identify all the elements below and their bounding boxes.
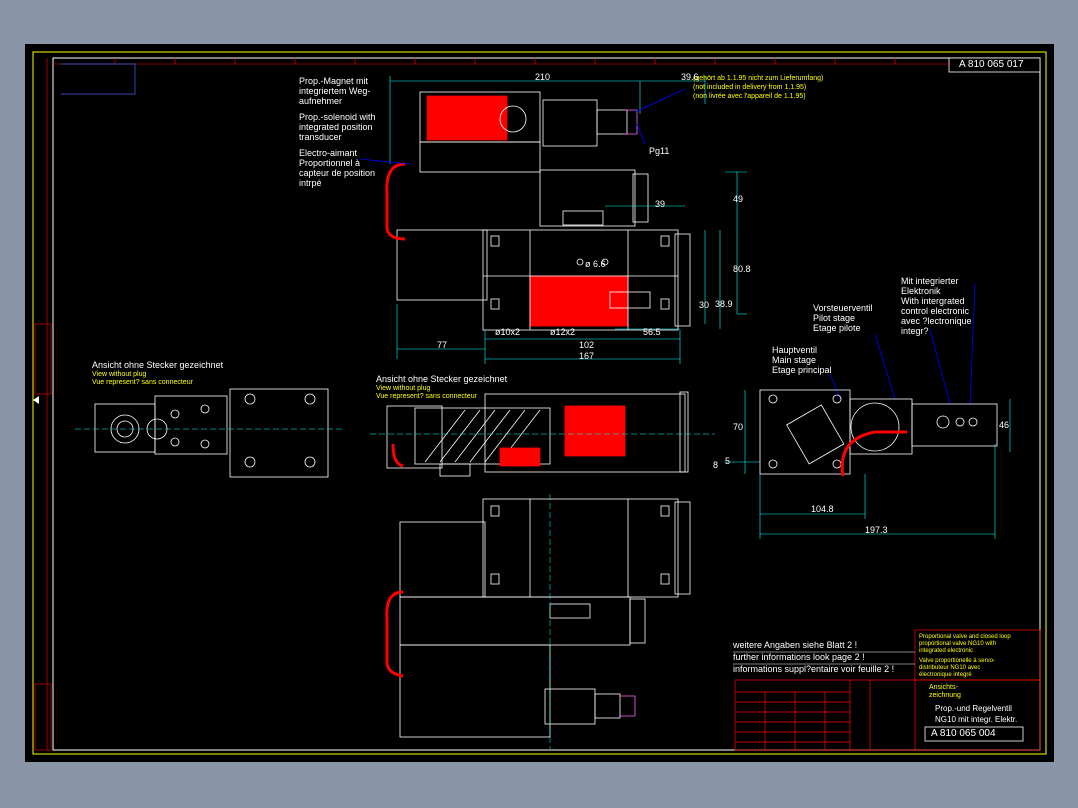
drawing-number: A 810 065 017 bbox=[959, 59, 1024, 70]
magnet-label-de: Prop.-Magnet mit integriertem Weg- aufne… bbox=[299, 76, 371, 106]
dim-80-8: 80.8 bbox=[733, 264, 751, 274]
further-info-en: further informations look page 2 ! bbox=[733, 652, 865, 662]
bottom-view bbox=[399, 498, 691, 738]
view1-label-de: Ansicht ohne Stecker gezeichnet bbox=[92, 360, 224, 370]
dim-46: 46 bbox=[999, 420, 1010, 430]
note-fr: (non livrée avec l'appareil de 1.1.95) bbox=[693, 93, 806, 100]
dim-39-6: 39.6 bbox=[681, 72, 699, 82]
pilot-label-en: Pilot stage bbox=[813, 313, 856, 323]
side-view bbox=[759, 389, 998, 475]
dim-70: 70 bbox=[733, 422, 744, 432]
title-block bbox=[734, 679, 1041, 751]
pilot-label-de: Vorsteuerventil bbox=[813, 303, 873, 313]
pilot-label-fr: Etage pilote bbox=[813, 323, 861, 333]
title-main: Prop.-und Regelventil bbox=[935, 704, 1012, 713]
dim-12x2: ø12x2 bbox=[550, 327, 576, 337]
view1-label-fr: Vue represent? sans connecteur bbox=[92, 379, 193, 386]
view2-label-fr: Vue represent? sans connecteur bbox=[376, 393, 477, 400]
dim-10x2: ø10x2 bbox=[495, 327, 521, 337]
further-info-de: weitere Angaben siehe Blatt 2 ! bbox=[733, 640, 858, 650]
inner-frame bbox=[52, 57, 1041, 751]
title-box-fr: Valve proportionelle à servo- distribute… bbox=[919, 658, 995, 678]
drawing-canvas bbox=[32, 51, 1047, 755]
dim-56-5: 56.5 bbox=[643, 327, 661, 337]
dim-197-3: 197.3 bbox=[865, 525, 888, 535]
dim-5: 5 bbox=[725, 456, 731, 466]
electronic-label-en: With intergrated control electronic bbox=[901, 296, 970, 316]
dim-38-9: 38.9 bbox=[715, 299, 733, 309]
electronic-label-fr: avec ?lectronique integr? bbox=[901, 316, 972, 336]
ansicht-label: Ansichts- zeichnung bbox=[929, 684, 961, 699]
note-de: (gehört ab 1.1.95 nicht zum Lieferumfang… bbox=[693, 75, 824, 82]
front-view bbox=[386, 391, 689, 477]
dim-102: 102 bbox=[579, 340, 595, 350]
view1-label-en: View without plug bbox=[92, 371, 147, 378]
view2-label-en: View without plug bbox=[376, 385, 431, 392]
main-label-fr: Etage principal bbox=[772, 365, 832, 375]
further-info-fr: informations suppl?entaire voir feuille … bbox=[733, 664, 895, 674]
magnet-label-en: Prop.-solenoid with integrated position … bbox=[299, 112, 376, 142]
dim-30: 30 bbox=[699, 300, 710, 310]
dim-8: 8 bbox=[713, 460, 719, 470]
outer-frame bbox=[32, 51, 1047, 755]
dim-104-8: 104.8 bbox=[811, 504, 834, 514]
main-label-en: Main stage bbox=[772, 355, 817, 365]
title-sub: NG10 mit integr. Elektr. bbox=[935, 715, 1018, 724]
dim-167: 167 bbox=[579, 351, 595, 361]
title-box-en: Proportional valve and closed loop propo… bbox=[919, 634, 1011, 654]
main-label-de: Hauptventil bbox=[772, 345, 818, 355]
top-view bbox=[396, 91, 691, 331]
electronic-label-de: Mit integrierter Elektronik bbox=[901, 276, 959, 296]
pg11-label: Pg11 bbox=[649, 146, 670, 156]
dim-77: 77 bbox=[437, 340, 448, 350]
drawing-number-bottom: A 810 065 004 bbox=[931, 728, 996, 739]
dim-39: 39 bbox=[655, 199, 666, 209]
magnet-label-fr: Electro-aimant Proportionnel à capteur d… bbox=[299, 148, 376, 188]
view2-label-de: Ansicht ohne Stecker gezeichnet bbox=[376, 374, 508, 384]
note-en: (not included in delivery from 1.1.95) bbox=[693, 84, 807, 91]
left-end-view bbox=[94, 388, 329, 478]
dim-49: 49 bbox=[733, 194, 744, 204]
dim-210: 210 bbox=[535, 72, 551, 82]
drawing-sheet: A 810 065 017 Prop.-Magnet mit integrier… bbox=[25, 44, 1054, 762]
dim-6-6: ø 6.6 bbox=[585, 259, 606, 269]
